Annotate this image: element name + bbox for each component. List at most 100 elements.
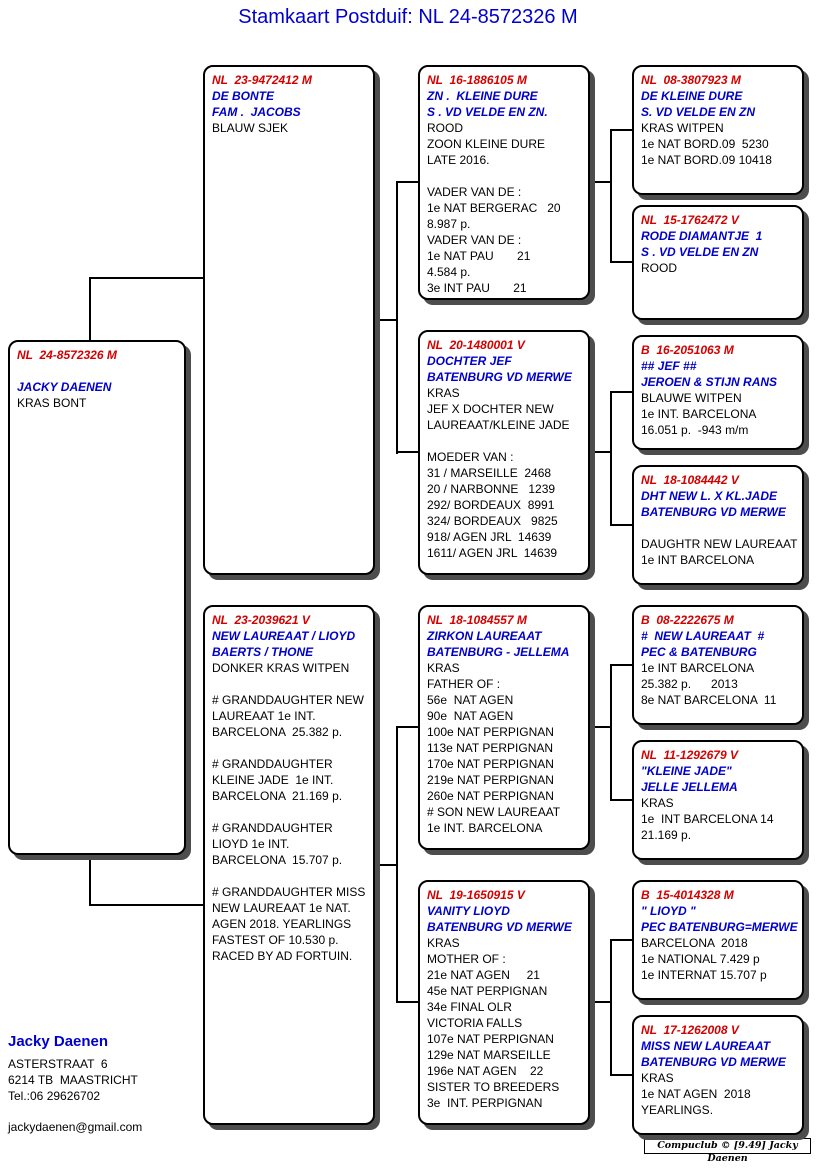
owner-name: Jacky Daenen [8,1033,109,1050]
text-line: BATENBURG VD MERWE [427,370,572,384]
text-line: PEC & BATENBURG [641,645,757,659]
text-line: ZN . KLEINE DURE [427,89,538,103]
text-line: KRAS [427,386,460,400]
text-line: JACKY DAENEN [17,380,112,394]
text-line: MOTHER OF : [427,952,506,966]
ring-number: NL 16-1886105 M [427,73,527,87]
pedigree-box-subject: NL 24-8572326 M JACKY DAENEN KRAS BONT [8,340,186,855]
ring-number: NL 11-1292679 V [641,748,738,762]
ring-number: NL 24-8572326 M [17,348,117,362]
text-line: NEW LAUREAAT / LIOYD [212,629,356,643]
text-line: KRAS [427,936,460,950]
text-line: SISTER TO BREEDERS [427,1080,560,1094]
text-line: 45e NAT PERPIGNAN [427,984,548,998]
text-line: 16.051 p. -943 m/m [641,423,749,437]
text-line: DE KLEINE DURE [641,89,743,103]
text-line: 8e NAT BARCELONA 11 [641,693,777,707]
text-line [427,433,581,449]
text-line [212,804,366,820]
text-line [641,520,795,536]
text-line: BATENBURG - JELLEMA [427,645,570,659]
text-line: VANITY LIOYD [427,904,510,918]
text-line: 1e NAT PAU 21 [427,249,531,263]
text-line: 21.169 p. [641,828,692,842]
text-line: 8.987 p. [427,217,471,231]
text-line: VICTORIA FALLS [427,1016,523,1030]
text-line: VADER VAN DE : [427,185,522,199]
text-line: 292/ BORDEAUX 8991 [427,498,555,512]
pigeon-names: DE KLEINE DURE S. VD VELDE EN ZN [641,88,795,120]
ring-number: NL 08-3807923 M [641,73,741,87]
text-line: RODE DIAMANTJE 1 [641,229,763,243]
connector-line [610,129,632,131]
text-line: DAUGHTR NEW LAUREAAT [641,537,798,551]
text-line: # GRANDDAUGHTER MISS [212,885,366,899]
ring-number: NL 23-9472412 M [212,73,312,87]
pigeon-details: BLAUW SJEK [212,120,366,136]
pigeon-names: ## JEF ##JEROEN & STIJN RANS [641,358,795,390]
text-line: ZOON KLEINE DURE [427,137,546,151]
connector-line [89,277,203,279]
text-line: 113e NAT PERPIGNAN [427,741,554,755]
page-title: Stamkaart Postduif: NL 24-8572326 M [238,6,578,28]
text-line: 1e INT. BARCELONA [641,407,757,421]
text-line: 260e NAT PERPIGNAN [427,789,554,803]
text-line: # NEW LAUREAAT # [641,629,765,643]
text-line: S. VD VELDE EN ZN [641,105,756,119]
text-line: 324/ BORDEAUX 9825 [427,514,558,528]
ring-number: NL 17-1262008 V [641,1023,739,1037]
text-line: ROOD [427,121,463,135]
text-line: BATENBURG VD MERWE [641,505,786,519]
text-line: # GRANDDAUGHTER NEW [212,693,365,707]
text-line: DE BONTE [212,89,275,103]
text-line: # GRANDDAUGHTER [212,821,333,835]
pedigree-box-ggp-1: NL 08-3807923 M DE KLEINE DURE S. VD VELD… [632,65,804,195]
pedigree-box-ggp-7: B 15-4014328 M " LIOYD "PEC BATENBURG=ME… [632,880,804,1000]
text-line: 196e NAT AGEN 22 [427,1064,544,1078]
connector-line [375,864,398,866]
text-line [212,676,366,692]
ring-number: NL 23-2039621 V [212,613,310,627]
connector-line [590,451,612,453]
connector-line [610,664,612,801]
connector-line [396,726,418,728]
text-line: 25.382 p. 2013 [641,677,738,691]
text-line: RACED BY AD FORTUIN. [212,949,353,963]
text-line: KRAS [641,796,674,810]
text-line: 20 / NARBONNE 1239 [427,482,556,496]
text-line: KRAS [641,1071,674,1085]
text-line: KLEINE JADE 1e INT. [212,773,334,787]
text-line: 100e NAT PERPIGNAN [427,725,554,739]
connector-line [610,939,612,1076]
connector-line [396,726,398,1003]
text-line: 6214 TB MAASTRICHT [8,1073,138,1087]
software-credit: Compuclub © [9.49] Jacky Daenen [644,1138,811,1164]
text-line: 4.584 p. [427,265,471,279]
connector-line [89,904,203,906]
text-line: 1e NAT BERGERAC 20 [427,201,561,215]
text-line: 34e FINAL OLR [427,1000,512,1014]
text-line: BARCELONA 2018 [641,936,748,950]
text-line: DONKER KRAS WITPEN [212,661,350,675]
text-line: BATENBURG VD MERWE [641,1055,786,1069]
connector-line [89,278,91,341]
text-line [212,740,366,756]
text-line: PEC BATENBURG=MERWE [641,920,798,934]
connector-line [610,799,632,801]
